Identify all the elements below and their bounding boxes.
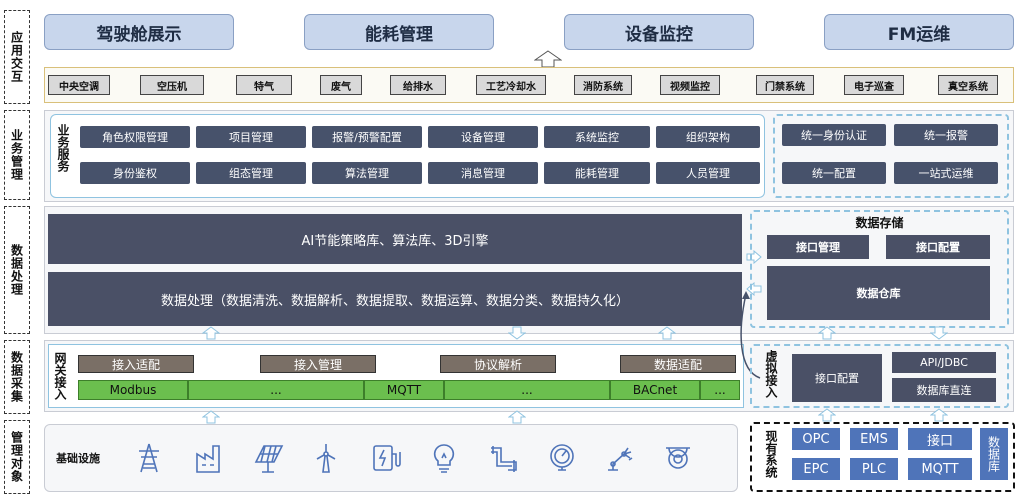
virtual-access-title: 虚拟接入 <box>764 350 778 398</box>
wind-turbine-icon <box>316 444 336 473</box>
gateway-tag[interactable]: 接入管理 <box>260 355 376 373</box>
water-pipe-icon <box>491 446 517 472</box>
database-direct-connect[interactable]: 数据库直连 <box>892 378 996 402</box>
system-item[interactable]: 门禁系统 <box>756 75 814 95</box>
layer-label-business: 业务管理 <box>4 110 30 200</box>
app-device-monitoring[interactable]: 设备监控 <box>564 14 754 50</box>
service-item[interactable]: 报警/预警配置 <box>312 126 422 148</box>
legacy-item[interactable]: EPC <box>792 458 840 480</box>
interface-management[interactable]: 接口管理 <box>767 235 869 259</box>
legacy-systems-panel <box>750 422 1015 492</box>
system-item[interactable]: 消防系统 <box>574 75 632 95</box>
system-item[interactable]: 工艺冷却水 <box>476 75 546 95</box>
up-arrow-icon <box>658 326 676 340</box>
gateway-tag[interactable]: 数据适配 <box>620 355 736 373</box>
legacy-database[interactable]: 数据库 <box>980 428 1008 480</box>
layer-label-collection: 数据采集 <box>4 340 30 414</box>
power-tower-icon <box>139 443 159 473</box>
ev-charger-icon <box>373 445 401 471</box>
up-arrow-icon <box>818 408 836 422</box>
layer-label-managed: 管理对象 <box>4 420 30 494</box>
system-item[interactable]: 特气 <box>236 75 292 95</box>
solar-panel-icon <box>254 445 284 473</box>
gateway-title: 网关接入 <box>53 352 67 400</box>
system-item[interactable]: 给排水 <box>390 75 446 95</box>
service-item[interactable]: 身份鉴权 <box>80 162 190 184</box>
protocol-item[interactable]: ... <box>700 380 740 400</box>
up-arrow-icon <box>930 408 948 422</box>
system-item[interactable]: 空压机 <box>140 75 204 95</box>
interface-configuration[interactable]: 接口配置 <box>886 235 990 259</box>
factory-icon <box>196 445 220 473</box>
legacy-item[interactable]: EMS <box>850 428 898 450</box>
up-arrow-icon <box>534 50 562 68</box>
service-item[interactable]: 组态管理 <box>196 162 306 184</box>
robot-arm-icon <box>608 447 633 471</box>
curved-connector-arrow <box>740 291 761 379</box>
system-item[interactable]: 电子巡查 <box>844 75 904 95</box>
business-services-title: 业务服务 <box>56 124 70 172</box>
infrastructure-panel <box>44 424 738 492</box>
service-item[interactable]: 人员管理 <box>656 162 760 184</box>
system-item[interactable]: 废气 <box>320 75 362 95</box>
service-item[interactable]: 角色权限管理 <box>80 126 190 148</box>
system-item[interactable]: 视频监控 <box>660 75 720 95</box>
gateway-tag[interactable]: 接入适配 <box>78 355 194 373</box>
legacy-item[interactable]: 接口 <box>908 428 972 450</box>
data-warehouse[interactable]: 数据仓库 <box>767 266 990 320</box>
up-arrow-icon <box>818 326 836 340</box>
protocol-item[interactable]: BACnet <box>610 380 700 400</box>
data-processing-block[interactable]: 数据处理（数据清洗、数据解析、数据提取、数据运算、数据分类、数据持久化） <box>48 272 742 326</box>
legacy-item[interactable]: MQTT <box>908 458 972 480</box>
app-cockpit-display[interactable]: 驾驶舱展示 <box>44 14 234 50</box>
legacy-systems-title: 现有系统 <box>764 430 778 478</box>
system-item[interactable]: 真空系统 <box>938 75 998 95</box>
layer-label-application: 应用交互 <box>4 10 30 104</box>
data-storage-panel <box>750 210 1009 328</box>
gateway-tag[interactable]: 协议解析 <box>440 355 556 373</box>
unified-item[interactable]: 统一身份认证 <box>782 124 886 146</box>
system-item[interactable]: 中央空调 <box>48 75 110 95</box>
lightbulb-icon <box>433 444 455 473</box>
unified-item[interactable]: 统一配置 <box>782 162 886 184</box>
up-arrow-icon <box>508 410 526 424</box>
app-fm-operations[interactable]: FM运维 <box>824 14 1014 50</box>
protocol-item[interactable]: ... <box>444 380 610 400</box>
unified-services-panel <box>773 114 1009 198</box>
protocol-item[interactable]: MQTT <box>364 380 444 400</box>
unified-item[interactable]: 一站式运维 <box>894 162 998 184</box>
down-arrow-icon <box>930 326 948 340</box>
gauge-icon <box>550 444 574 471</box>
protocol-item[interactable]: Modbus <box>78 380 188 400</box>
virtual-access-panel <box>750 344 1009 408</box>
data-storage-title: 数据存储 <box>855 216 904 230</box>
protocol-item[interactable]: ... <box>188 380 364 400</box>
service-item[interactable]: 能耗管理 <box>544 162 650 184</box>
unified-item[interactable]: 统一报警 <box>894 124 998 146</box>
service-item[interactable]: 算法管理 <box>312 162 422 184</box>
camera-icon <box>666 447 690 469</box>
service-item[interactable]: 设备管理 <box>428 126 538 148</box>
api-jdbc[interactable]: API/JDBC <box>892 352 996 373</box>
service-item[interactable]: 组织架构 <box>656 126 760 148</box>
service-item[interactable]: 消息管理 <box>428 162 538 184</box>
layer-label-processing: 数据处理 <box>4 206 30 334</box>
virtual-interface-config[interactable]: 接口配置 <box>792 354 882 402</box>
service-item[interactable]: 系统监控 <box>544 126 650 148</box>
legacy-item[interactable]: OPC <box>792 428 840 450</box>
up-arrow-icon <box>508 326 526 340</box>
legacy-item[interactable]: PLC <box>850 458 898 480</box>
up-arrow-icon <box>202 326 220 340</box>
up-arrow-icon <box>202 410 220 424</box>
infrastructure-label: 基础设施 <box>56 452 100 465</box>
app-energy-management[interactable]: 能耗管理 <box>304 14 494 50</box>
ai-strategy-library[interactable]: AI节能策略库、算法库、3D引擎 <box>48 214 742 264</box>
service-item[interactable]: 项目管理 <box>196 126 306 148</box>
